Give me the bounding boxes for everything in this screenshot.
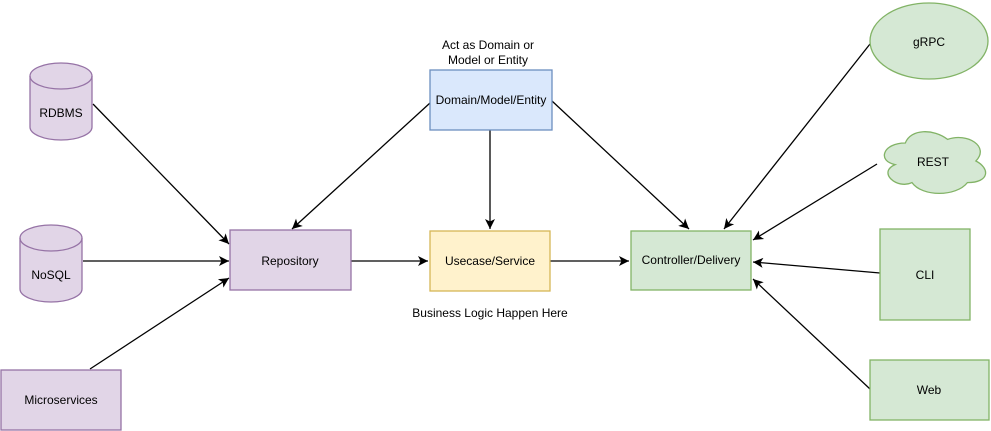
nosql-cylinder-shape bbox=[19, 224, 83, 303]
node-cli: CLI bbox=[879, 228, 971, 321]
edges bbox=[83, 43, 881, 390]
edge-grpc-to-controller bbox=[723, 43, 871, 230]
edge-rest-to-controller bbox=[752, 163, 878, 241]
node-controller-delivery: Controller/Delivery bbox=[630, 230, 752, 291]
rdbms-cylinder-rim bbox=[29, 75, 93, 90]
edge-web-to-controller bbox=[752, 278, 871, 390]
annotations: Act as Domain or Model or Entity Busines… bbox=[412, 38, 568, 320]
usecase-service-shape bbox=[429, 230, 551, 292]
nosql-cylinder-rim bbox=[19, 237, 83, 252]
domain-model-entity-label: Domain/Model/Entity bbox=[436, 93, 547, 107]
grpc-ellipse-shape bbox=[869, 2, 989, 80]
repository-label: Repository bbox=[261, 254, 318, 268]
node-web: Web bbox=[869, 359, 990, 421]
edge-domain-to-repository bbox=[291, 102, 431, 230]
controller-delivery-label: Controller/Delivery bbox=[642, 253, 741, 267]
grpc-label: gRPC bbox=[913, 35, 945, 49]
node-rdbms: RDBMS bbox=[29, 62, 93, 141]
controller-delivery-shape bbox=[630, 230, 752, 291]
repository-shape bbox=[229, 229, 352, 291]
cli-shape bbox=[879, 228, 971, 321]
node-domain-model-entity: Domain/Model/Entity bbox=[429, 69, 553, 131]
rest-label: REST bbox=[917, 155, 950, 169]
usecase-service-label: Usecase/Service bbox=[445, 254, 535, 268]
domain-note-line1: Act as Domain or bbox=[442, 38, 534, 52]
edge-cli-to-controller bbox=[752, 257, 881, 274]
cli-label: CLI bbox=[916, 268, 935, 282]
node-grpc: gRPC bbox=[869, 2, 989, 80]
web-shape bbox=[869, 359, 990, 421]
nosql-label: NoSQL bbox=[31, 268, 71, 282]
usecase-note: Business Logic Happen Here bbox=[412, 306, 568, 320]
edge-rdbms-to-repository bbox=[92, 103, 230, 245]
edge-microservices-to-repository bbox=[89, 277, 230, 370]
microservices-label: Microservices bbox=[24, 393, 97, 407]
microservices-shape bbox=[0, 369, 122, 431]
domain-note-line2: Model or Entity bbox=[448, 53, 528, 67]
web-label: Web bbox=[917, 383, 942, 397]
domain-model-entity-shape bbox=[429, 69, 553, 131]
edge-domain-to-controller bbox=[551, 100, 690, 230]
node-nosql: NoSQL bbox=[19, 224, 83, 303]
node-usecase-service: Usecase/Service bbox=[429, 230, 551, 292]
rdbms-label: RDBMS bbox=[39, 106, 82, 120]
node-microservices: Microservices bbox=[0, 369, 122, 431]
node-rest: REST bbox=[883, 131, 987, 194]
node-repository: Repository bbox=[229, 229, 352, 291]
rdbms-cylinder-shape bbox=[29, 62, 93, 141]
rest-cloud-shape bbox=[883, 131, 987, 194]
